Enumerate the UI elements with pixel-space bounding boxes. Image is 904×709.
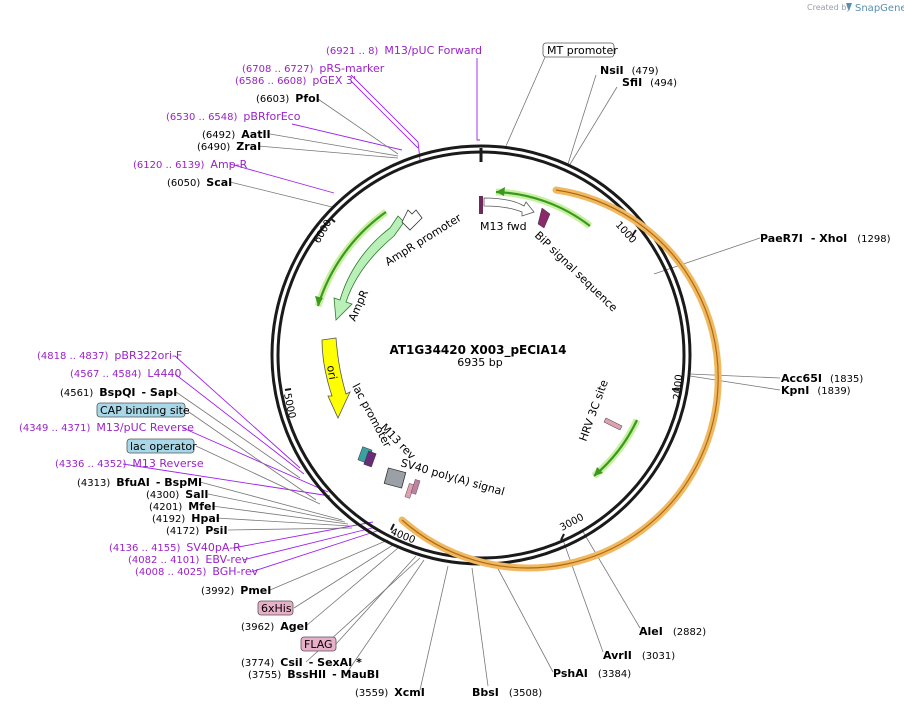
- svg-text:lac operator: lac operator: [130, 440, 197, 453]
- enzyme-acc65i[interactable]: Acc65I(1835): [781, 372, 863, 385]
- label-m13-fwd: M13 fwd: [480, 220, 527, 233]
- enzyme-kpni[interactable]: KpnI(1839): [781, 384, 851, 397]
- enzyme-alei[interactable]: AleI(2882): [639, 625, 706, 638]
- sv40-feature: [383, 467, 407, 489]
- enzyme-avrii[interactable]: AvrII(3031): [603, 649, 675, 662]
- boxed-labels[interactable]: MT promoter CAP binding site lac operato…: [96, 42, 618, 652]
- snapgene-logo-icon: [846, 3, 852, 11]
- label-ori: ori: [324, 364, 339, 380]
- enzyme-pmei[interactable]: (3992)PmeI: [201, 584, 271, 597]
- lac-operator-label[interactable]: lac operator: [126, 438, 197, 454]
- mt-promoter-label[interactable]: MT promoter: [542, 42, 618, 58]
- primer-pgex3[interactable]: (6586 .. 6608)pGEX 3': [235, 74, 356, 87]
- tick-6000: 6000: [312, 218, 334, 246]
- enzyme-scai[interactable]: (6050)ScaI: [167, 176, 232, 189]
- enzyme-mfei[interactable]: (4201)MfeI: [149, 500, 216, 513]
- enzyme-bspqi[interactable]: (4561)BspQI- SapI: [60, 386, 177, 399]
- enzyme-csii[interactable]: (3774)CsiI- SexAI *: [241, 656, 362, 669]
- enzyme-xcmi[interactable]: (3559)XcmI: [355, 686, 425, 699]
- enzyme-hpai[interactable]: (4192)HpaI: [152, 512, 220, 525]
- primer-sv40pa-r[interactable]: (4136 .. 4155)SV40pA-R: [109, 541, 241, 554]
- tick-5000: 5000: [281, 392, 297, 419]
- ori-feature: [321, 337, 351, 419]
- label-bip: BiP signal sequence: [532, 229, 620, 315]
- primer-m13puc-fwd[interactable]: (6921 .. 8)M13/pUC Forward: [326, 44, 482, 57]
- credit-brand: SnapGene: [855, 3, 904, 14]
- flag-label[interactable]: FLAG: [300, 636, 337, 652]
- his-tag-label[interactable]: 6xHis: [257, 600, 294, 616]
- enzyme-pfoi[interactable]: (6603)PfoI: [256, 92, 320, 105]
- label-hrv: HRV 3C site: [577, 378, 611, 443]
- enzyme-labels-left[interactable]: (6603)PfoI (6492)AatII (6490)ZraI (6050)…: [60, 92, 425, 699]
- enzyme-labels-right[interactable]: NsiI(479) SfiI(494) PaeR7I- XhoI(1298) A…: [472, 64, 891, 699]
- primer-pbr322ori[interactable]: (4818 .. 4837)pBR322ori-F: [37, 349, 182, 362]
- enzyme-sfii[interactable]: SfiI(494): [622, 76, 677, 89]
- cap-binding-site-label[interactable]: CAP binding site: [96, 402, 190, 418]
- plasmid-title: AT1G34420 X003_pECIA14: [389, 343, 566, 358]
- credit-text: Created by: [807, 3, 851, 12]
- enzyme-nsii[interactable]: NsiI(479): [600, 64, 659, 77]
- primer-labels[interactable]: (6921 .. 8)M13/pUC Forward (6708 .. 6727…: [19, 44, 482, 578]
- leader-lines: [122, 54, 781, 691]
- enzyme-bsshii[interactable]: (3755)BssHII- MauBI: [248, 668, 379, 681]
- enzyme-zrai[interactable]: (6490)ZraI: [197, 140, 261, 153]
- snapgene-credit: Created by SnapGene: [807, 3, 904, 14]
- green-arc-top: [495, 187, 593, 229]
- green-arc-left: [314, 209, 389, 308]
- svg-text:CAP binding site: CAP binding site: [100, 404, 190, 417]
- enzyme-pshai[interactable]: PshAI(3384): [553, 667, 631, 680]
- ampr-promoter-feature: [401, 209, 423, 231]
- green-arc-right: [591, 418, 641, 479]
- enzyme-paer7i[interactable]: PaeR7I- XhoI(1298): [760, 232, 891, 245]
- enzyme-sali[interactable]: (4300)SalI: [146, 488, 208, 501]
- label-ampr-promoter: AmpR promoter: [383, 211, 464, 269]
- primer-ampr[interactable]: (6120 .. 6139)Amp-R: [133, 158, 248, 171]
- primer-m13-reverse[interactable]: (4336 .. 4352)M13 Reverse: [55, 457, 204, 470]
- tick-2000: 2000: [672, 374, 685, 400]
- enzyme-agei[interactable]: (3962)AgeI: [241, 620, 308, 633]
- ampr-feature: [333, 215, 405, 321]
- enzyme-bfuai[interactable]: (4313)BfuAI- BspMI: [77, 476, 202, 489]
- enzyme-psii[interactable]: (4172)PsiI: [166, 524, 228, 537]
- svg-text:MT promoter: MT promoter: [547, 44, 618, 57]
- primer-ebv-rev[interactable]: (4082 .. 4101)EBV-rev: [128, 553, 248, 566]
- enzyme-aatii[interactable]: (6492)AatII: [202, 128, 271, 141]
- primer-l4440[interactable]: (4567 .. 4584)L4440: [70, 367, 182, 380]
- bip-feature: [537, 207, 551, 229]
- flag-feature: [410, 479, 421, 495]
- hrv-site-feature: [603, 417, 623, 431]
- m13-fwd-marker: [479, 196, 483, 214]
- m13-rev-feature: [363, 450, 377, 468]
- primer-bgh-rev[interactable]: (4008 .. 4025)BGH-rev: [135, 565, 259, 578]
- primer-prs-marker[interactable]: (6708 .. 6727)pRS-marker: [242, 62, 385, 75]
- plasmid-length: 6935 bp: [457, 356, 502, 369]
- enzyme-bbsi[interactable]: BbsI(3508): [472, 686, 542, 699]
- svg-text:FLAG: FLAG: [304, 638, 333, 651]
- primer-m13puc-rev[interactable]: (4349 .. 4371)M13/pUC Reverse: [19, 421, 194, 434]
- svg-text:6xHis: 6xHis: [261, 602, 292, 615]
- primer-pbrforeco[interactable]: (6530 .. 6548)pBRforEco: [166, 110, 301, 123]
- m13-fwd-feature: [483, 197, 535, 217]
